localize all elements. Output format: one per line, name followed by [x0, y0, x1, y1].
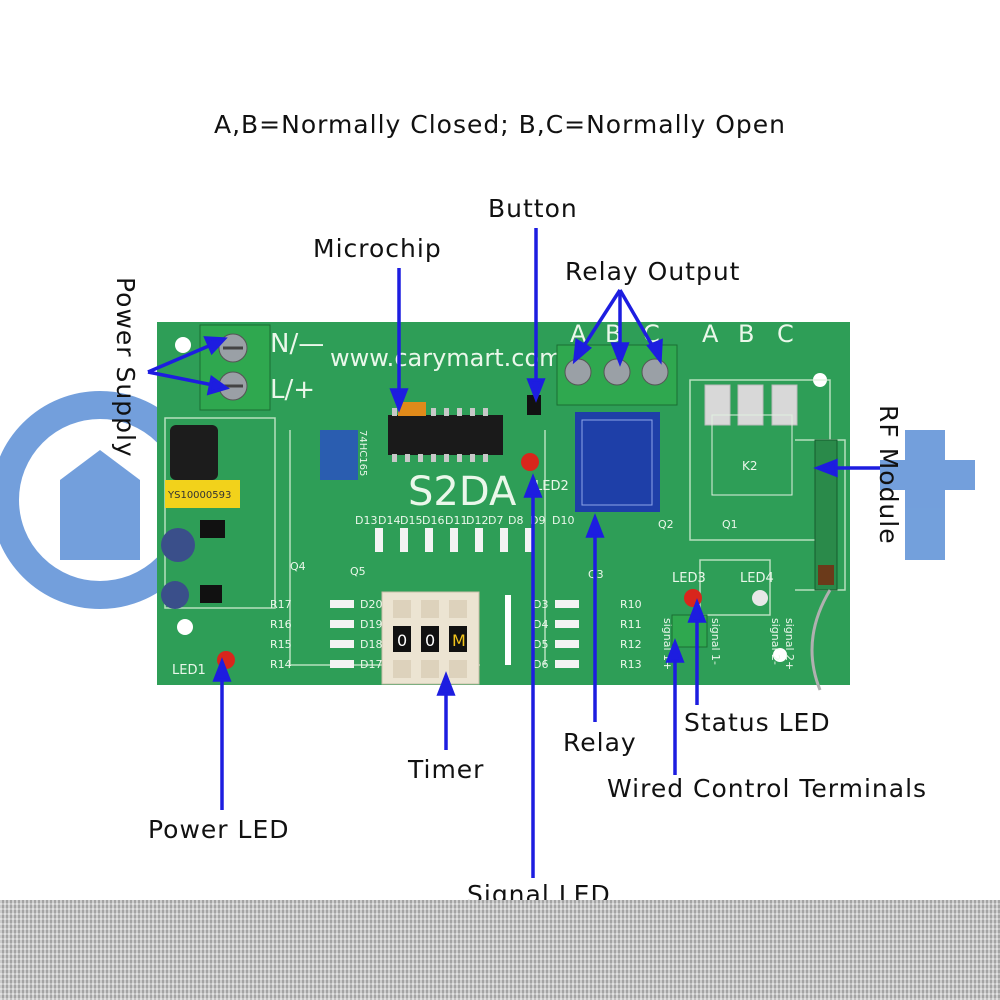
label-status-led: Status LED	[684, 708, 831, 737]
callout-arrows	[147, 228, 880, 878]
silk-d11: D11	[445, 514, 467, 527]
silk-r10: R10	[620, 598, 642, 611]
terminal-l-label: L/+	[270, 375, 315, 405]
timer-digit-2: 0	[425, 631, 435, 650]
silk-d17: D17	[360, 658, 382, 671]
silk-r15: R15	[270, 638, 292, 651]
label-wired-control-terminals: Wired Control Terminals	[607, 774, 928, 803]
timer-digit-1: 0	[397, 631, 407, 650]
abc-right-a: A	[702, 320, 719, 348]
silk-q4: Q4	[290, 560, 306, 573]
led3-label: LED3	[672, 571, 706, 586]
silk-r11: R11	[620, 618, 642, 631]
terminal-n-label: N/—	[270, 329, 324, 359]
abc-right-c: C	[777, 320, 794, 348]
relay-component	[575, 412, 660, 512]
silk-signal2-plus: signal 2+	[783, 618, 796, 670]
label-timer: Timer	[408, 755, 485, 784]
label-power-led: Power LED	[148, 815, 290, 844]
silk-r14: R14	[270, 658, 292, 671]
led4-label: LED4	[740, 571, 774, 586]
diagram-title: A,B=Normally Closed; B,C=Normally Open	[213, 110, 787, 139]
capacitor-label: YS10000593	[167, 490, 231, 501]
label-relay-output: Relay Output	[565, 257, 741, 286]
silk-d15: D15	[400, 514, 422, 527]
label-power-supply: Power Supply	[111, 277, 140, 458]
silk-d6: D6	[533, 658, 548, 671]
silk-q1: Q1	[722, 518, 738, 531]
silk-d3: D3	[533, 598, 548, 611]
silk-r12: R12	[620, 638, 642, 651]
microchip-ic: 74HC165	[320, 402, 503, 480]
silk-d18: D18	[360, 638, 382, 651]
bottom-noise-band	[0, 900, 1000, 1000]
silk-d7: D7	[488, 514, 503, 527]
pcb-board	[157, 322, 850, 685]
power-components: YS10000593	[161, 425, 240, 609]
silk-r16: R16	[270, 618, 292, 631]
silk-r17: R17	[270, 598, 292, 611]
relay-k2-label: K2	[742, 459, 758, 473]
timer-digit-3: M	[452, 631, 466, 650]
label-relay: Relay	[563, 728, 637, 757]
push-button	[527, 395, 541, 415]
silk-d5: D5	[533, 638, 548, 651]
board-illustration: www.carymart.com S2DA N/— L/+ A B C A B …	[0, 228, 975, 878]
abc-right-b: B	[738, 320, 754, 348]
silk-q5: Q5	[350, 565, 366, 578]
silk-d10: D10	[552, 514, 574, 527]
silk-d4: D4	[533, 618, 548, 631]
abc-left-c: C	[643, 320, 660, 348]
silk-d14: D14	[378, 514, 400, 527]
label-button: Button	[488, 194, 578, 223]
shift-register-label: 74HC165	[357, 430, 368, 476]
silk-d20: D20	[360, 598, 382, 611]
led1-label: LED1	[172, 663, 206, 678]
label-microchip: Microchip	[313, 234, 442, 263]
board-url: www.carymart.com	[330, 344, 563, 372]
silk-signal1-minus: signal 1-	[709, 618, 722, 665]
silk-d16: D16	[422, 514, 444, 527]
silk-d12: D12	[466, 514, 488, 527]
rf-module	[810, 439, 838, 691]
silk-r13: R13	[620, 658, 642, 671]
silk-signal2-minus: signal 2-	[769, 618, 782, 665]
led2	[521, 453, 539, 471]
silk-q2: Q2	[658, 518, 674, 531]
label-rf-module: RF Module	[874, 405, 903, 545]
silk-d19: D19	[360, 618, 382, 631]
led2-label: LED2	[535, 479, 569, 494]
board-model: S2DA	[408, 469, 517, 515]
silk-d8: D8	[508, 514, 523, 527]
abc-left-b: B	[605, 320, 621, 348]
timer-dial: 0 0 M	[381, 591, 480, 685]
abc-left-a: A	[570, 320, 587, 348]
silk-d13: D13	[355, 514, 377, 527]
